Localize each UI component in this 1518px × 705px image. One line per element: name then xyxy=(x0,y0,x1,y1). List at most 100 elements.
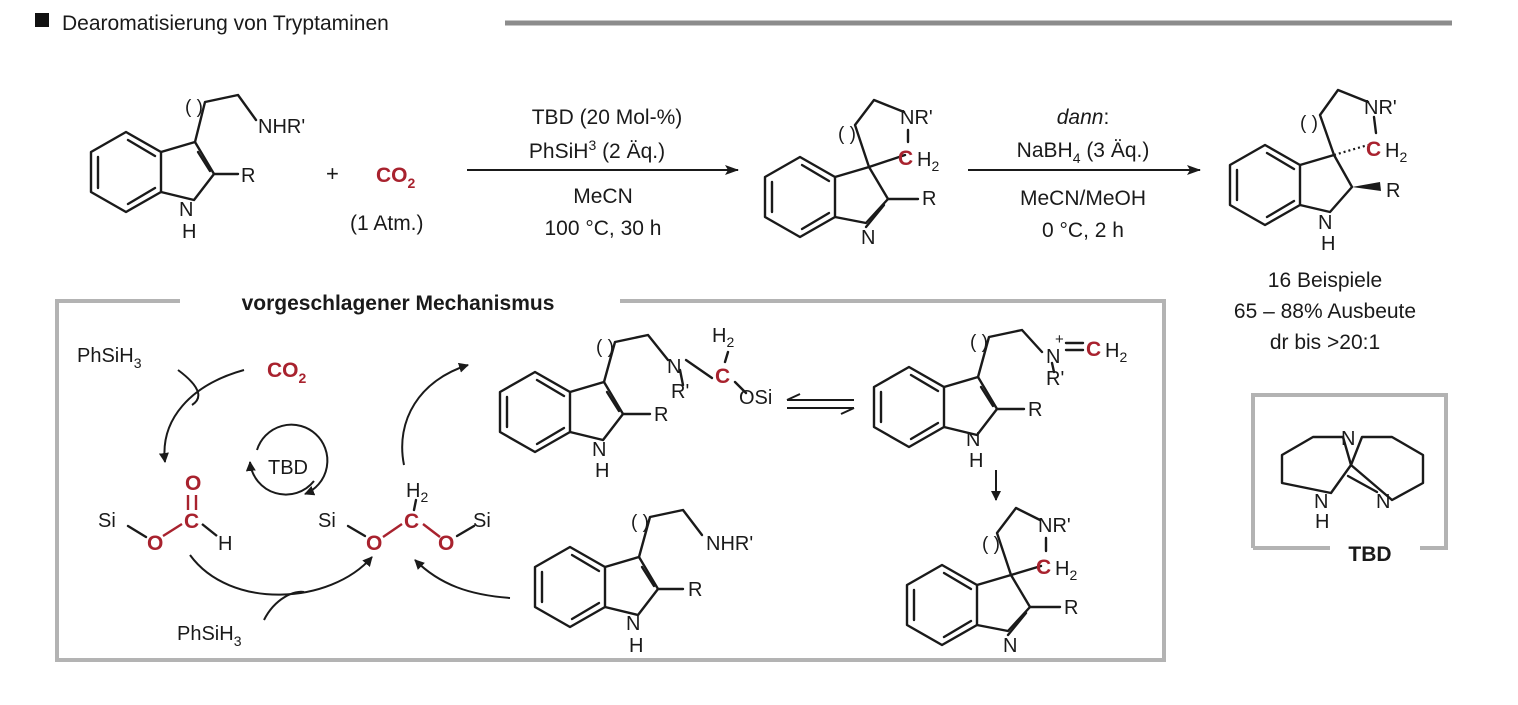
step1-temperature: 100 °C, 30 h xyxy=(545,217,662,240)
iminium-r: R xyxy=(1028,399,1042,421)
step1-catalyst: TBD (20 Mol-%) xyxy=(532,106,683,129)
acetal-o-right: O xyxy=(438,532,454,555)
bis-silyl-acetal: H2 C Si O O Si xyxy=(318,480,491,555)
co2-pressure: (1 Atm.) xyxy=(350,212,424,235)
h2-label: H2 xyxy=(1055,558,1077,583)
silane-merge-curve xyxy=(177,369,200,406)
ring-size-brackets: ( ) xyxy=(838,124,856,145)
h2-label: H2 xyxy=(1385,140,1407,165)
iminium-carbon: C xyxy=(1086,338,1101,361)
mechanism-tryptamine: ( ) NHR' R N H xyxy=(533,508,753,657)
iminium-plus: + xyxy=(1055,331,1064,348)
indole-n-label: N xyxy=(179,199,193,221)
carbonyl-o: O xyxy=(185,472,201,495)
tbd-catalyst-label: TBD xyxy=(268,457,308,479)
r-label: R xyxy=(688,579,702,601)
labeled-carbon: C xyxy=(898,147,913,170)
r-label: R xyxy=(241,165,255,187)
tbd-structure-box: TBD N N N H xyxy=(1251,393,1448,566)
section-header: Dearomatisierung von Tryptaminen xyxy=(35,12,1452,35)
mechanism-box: vorgeschlagener Mechanismus xyxy=(55,292,1166,662)
nr-label: NR' xyxy=(1364,97,1397,119)
h2-label: H2 xyxy=(917,149,939,174)
header-square-icon xyxy=(35,13,49,27)
tbd-h-amine: H xyxy=(1315,511,1329,533)
tbd-catalyst-cycle: TBD xyxy=(245,423,329,496)
nr-label: NR' xyxy=(1038,515,1071,537)
iminium-intermediate: ( ) N + C H2 R' R N H xyxy=(872,328,1127,472)
step1-reductant: PhSiH3 (2 Äq.) xyxy=(529,137,665,163)
nhr-label: NHR' xyxy=(706,533,753,555)
yield-range: 65 – 88% Ausbeute xyxy=(1234,300,1416,323)
aminal-intermediate: ( ) N R' H2 C OSi R N H xyxy=(498,325,772,482)
aminal-indole-n: N xyxy=(592,439,606,461)
labeled-carbon: C xyxy=(1366,138,1381,161)
aminal-n: N xyxy=(667,356,681,378)
tbd-n-bridge: N xyxy=(1341,428,1355,450)
ring-size-brackets: ( ) xyxy=(596,337,614,358)
indoline-h-label: H xyxy=(1321,233,1335,255)
ring-size-brackets: ( ) xyxy=(631,512,649,533)
plus-sign: + xyxy=(326,161,339,186)
step1-solvent: MeCN xyxy=(573,185,633,208)
formate-si: Si xyxy=(98,510,116,532)
iminium-n: N xyxy=(1046,346,1060,368)
tryptamine-entry-arrow xyxy=(414,559,511,599)
step2-solvent: MeCN/MeOH xyxy=(1020,187,1146,210)
formate-formation-arrow xyxy=(158,369,245,463)
r-label: R xyxy=(1386,180,1400,202)
acetal-carbon: C xyxy=(404,510,419,533)
mechanism-spiroindolenine: ( ) NR' C H2 R N xyxy=(905,506,1078,657)
formate-carbon: C xyxy=(184,510,199,533)
acetal-si-left: Si xyxy=(318,510,336,532)
indole-h-label: H xyxy=(629,635,643,657)
ring-size-brackets: ( ) xyxy=(970,332,988,353)
reaction-arrow-1: TBD (20 Mol-%) PhSiH3 (2 Äq.) MeCN 100 °… xyxy=(467,106,739,240)
formate-o: O xyxy=(147,532,163,555)
starting-material-tryptamine: ( ) NHR' R N H xyxy=(89,93,305,243)
phsih3-reagent-top: PhSiH3 xyxy=(77,345,142,371)
nr-label: NR' xyxy=(900,107,933,129)
indole-n-label: N xyxy=(626,613,640,635)
diastereoselectivity: dr bis >20:1 xyxy=(1270,331,1380,354)
tbd-label: TBD xyxy=(1348,543,1391,566)
results-summary: 16 Beispiele 65 – 88% Ausbeute dr bis >2… xyxy=(1234,269,1416,354)
ring-size-brackets: ( ) xyxy=(982,534,1000,555)
osi-label: OSi xyxy=(739,387,772,409)
labeled-carbon: C xyxy=(1036,556,1051,579)
spiroindolenine-intermediate: ( ) NR' C H2 R N xyxy=(763,98,939,249)
ring-size-brackets: ( ) xyxy=(185,97,203,118)
r-label: R xyxy=(1064,597,1078,619)
acetal-o-left: O xyxy=(366,532,382,555)
wedge-bond xyxy=(1352,182,1381,191)
iminium-h2: H2 xyxy=(1105,340,1127,365)
step2-reductant: NaBH4 (3 Äq.) xyxy=(1017,139,1150,166)
iminium-indole-n: N xyxy=(966,429,980,451)
aminal-r-prime: R' xyxy=(671,381,689,403)
aminal-indole-h: H xyxy=(595,460,609,482)
nhr-label: NHR' xyxy=(258,116,305,138)
iminium-r-prime: R' xyxy=(1046,368,1064,390)
indoline-n-label: N xyxy=(1318,212,1332,234)
pyrroloindoline-product: ( ) NR' C H2 R N H xyxy=(1228,88,1407,255)
tbd-n-amine: N xyxy=(1314,491,1328,513)
silane-merge-curve-2 xyxy=(263,590,305,621)
step2-temperature: 0 °C, 2 h xyxy=(1042,219,1124,242)
acetal-si-right: Si xyxy=(473,510,491,532)
co2-reagent: CO2 xyxy=(376,164,416,191)
silyl-formate: O C Si O H xyxy=(98,472,232,555)
ring-size-brackets: ( ) xyxy=(1300,113,1318,134)
aminal-formation-arrow xyxy=(401,362,469,466)
imine-n-label: N xyxy=(1003,635,1017,657)
co2-mechanism: CO2 xyxy=(267,359,307,386)
r-label: R xyxy=(922,188,936,210)
aminal-r: R xyxy=(654,404,668,426)
acetal-h2: H2 xyxy=(406,480,428,505)
mechanism-title: vorgeschlagener Mechanismus xyxy=(242,292,555,315)
iminium-indole-h: H xyxy=(969,450,983,472)
indole-h-label: H xyxy=(182,221,196,243)
header-title: Dearomatisierung von Tryptaminen xyxy=(62,12,389,35)
aminal-carbon: C xyxy=(715,365,730,388)
equilibrium-arrows xyxy=(786,393,855,415)
